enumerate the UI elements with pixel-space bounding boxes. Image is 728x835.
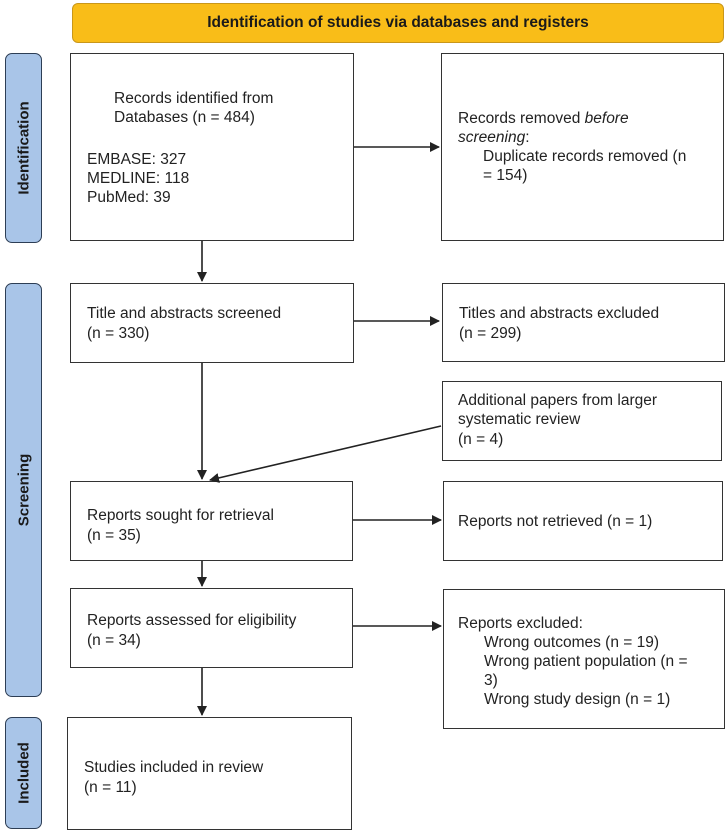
records-removed-box: Records removed before screening: Duplic… — [441, 53, 724, 241]
medline-count: MEDLINE: 118 — [87, 170, 190, 187]
reports-excluded-box: Reports excluded: Wrong outcomes (n = 19… — [443, 589, 725, 729]
titles-excluded-box: Titles and abstracts excluded (n = 299) — [442, 283, 725, 362]
reports-sought-box: Reports sought for retrieval (n = 35) — [70, 481, 353, 561]
header-title: Identification of studies via databases … — [207, 14, 589, 31]
header-banner: Identification of studies via databases … — [72, 3, 724, 43]
additional-papers-line2: systematic review — [458, 411, 581, 428]
reports-assessed-line1: Reports assessed for eligibility — [87, 612, 297, 629]
additional-papers-box: Additional papers from larger systematic… — [442, 381, 722, 461]
pubmed-count: PubMed: 39 — [87, 189, 171, 206]
records-removed-line2: screening: — [458, 128, 530, 147]
records-removed-colon: : — [525, 129, 530, 146]
title-screened-box: Title and abstracts screened (n = 330) — [70, 283, 354, 363]
studies-included-line2: (n = 11) — [84, 779, 137, 796]
records-removed-screening: screening — [458, 129, 526, 146]
wrong-population-line2: 3) — [484, 672, 498, 689]
phase-screening-label: Screening — [5, 283, 42, 697]
reports-assessed-line2: (n = 34) — [87, 632, 141, 649]
duplicates-removed-line2: = 154) — [483, 167, 528, 184]
additional-papers-line1: Additional papers from larger — [458, 392, 658, 409]
records-removed-line1: Records removed before — [458, 109, 629, 128]
studies-included-box: Studies included in review (n = 11) — [67, 717, 352, 830]
title-screened-line1: Title and abstracts screened — [87, 305, 282, 322]
arrow-additional-to-sought — [209, 425, 442, 483]
titles-excluded-line1: Titles and abstracts excluded — [459, 305, 660, 322]
reports-not-retrieved-box: Reports not retrieved (n = 1) — [443, 481, 723, 561]
records-identified-line2: Databases (n = 484) — [114, 109, 255, 126]
reports-assessed-box: Reports assessed for eligibility (n = 34… — [70, 588, 353, 668]
duplicates-removed-line1: Duplicate records removed (n — [483, 148, 687, 165]
records-removed-before: before — [584, 110, 629, 127]
records-identified-line1: Records identified from — [114, 90, 274, 107]
reports-not-retrieved-line1: Reports not retrieved (n = 1) — [458, 513, 653, 530]
records-removed-label: Records removed — [458, 110, 585, 127]
wrong-outcomes-line: Wrong outcomes (n = 19) — [484, 634, 660, 651]
wrong-design-line: Wrong study design (n = 1) — [484, 691, 671, 708]
title-screened-line2: (n = 330) — [87, 325, 150, 342]
additional-papers-line3: (n = 4) — [458, 431, 504, 448]
studies-included-line1: Studies included in review — [84, 759, 264, 776]
titles-excluded-line2: (n = 299) — [459, 325, 522, 342]
phase-identification-label: Identification — [5, 53, 42, 243]
wrong-population-line1: Wrong patient population (n = — [484, 653, 688, 670]
reports-sought-line2: (n = 35) — [87, 527, 141, 544]
embase-count: EMBASE: 327 — [87, 151, 187, 168]
reports-sought-line1: Reports sought for retrieval — [87, 507, 274, 524]
phase-included-label: Included — [5, 717, 42, 829]
records-identified-box: Records identified from Databases (n = 4… — [70, 53, 354, 241]
reports-excluded-line1: Reports excluded: — [458, 615, 583, 632]
